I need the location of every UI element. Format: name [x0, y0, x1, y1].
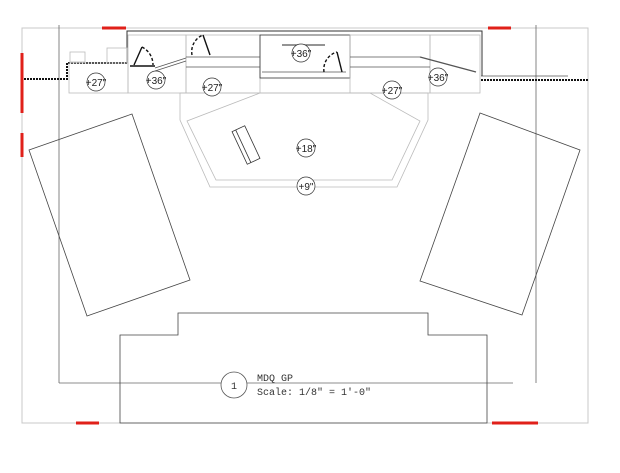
drawing-title-block: 1 MDQ GP Scale: 1/8" = 1'-0" [220, 371, 371, 399]
sheet-border [21, 27, 589, 424]
svg-text:+27": +27" [86, 78, 107, 89]
view-number: 1 [231, 382, 237, 393]
red-markers [20, 26, 538, 425]
svg-text:+18": +18" [296, 144, 317, 155]
view-number-circle [220, 371, 248, 399]
elevation-tag: +36" [428, 67, 449, 87]
riser-left [28, 113, 191, 317]
svg-text:+9": +9" [299, 182, 314, 193]
svg-text:+36": +36" [428, 73, 449, 84]
svg-text:+36": +36" [146, 76, 167, 87]
bench [231, 125, 261, 165]
platform-inner [186, 92, 421, 181]
elevation-tag: +27" [86, 72, 107, 92]
elevation-tag: +27" [382, 80, 403, 100]
svg-text:+36": +36" [291, 49, 312, 60]
svg-text:+27": +27" [382, 86, 403, 97]
stage-sections [68, 34, 481, 94]
stage-back-wall [126, 30, 483, 76]
svg-text:+27": +27" [202, 83, 223, 94]
drawing-title: MDQ GP [257, 374, 293, 385]
elevation-tags: +27" +36" +27" +36" +27" +36" +18" +9" [86, 43, 449, 196]
door-swings [130, 34, 343, 73]
elevation-tag: +36" [291, 43, 312, 63]
stage-rails [154, 44, 477, 73]
break-lines [24, 62, 588, 81]
elevation-tag: +27" [202, 77, 223, 97]
drawing-scale: Scale: 1/8" = 1'-0" [257, 387, 371, 399]
platform-outer [179, 92, 429, 188]
elevation-tag: +36" [146, 70, 167, 90]
elevation-tag: +9" [296, 176, 316, 196]
elevation-tag: +18" [296, 138, 317, 158]
audience-area [119, 312, 488, 424]
riser-right [419, 112, 581, 316]
